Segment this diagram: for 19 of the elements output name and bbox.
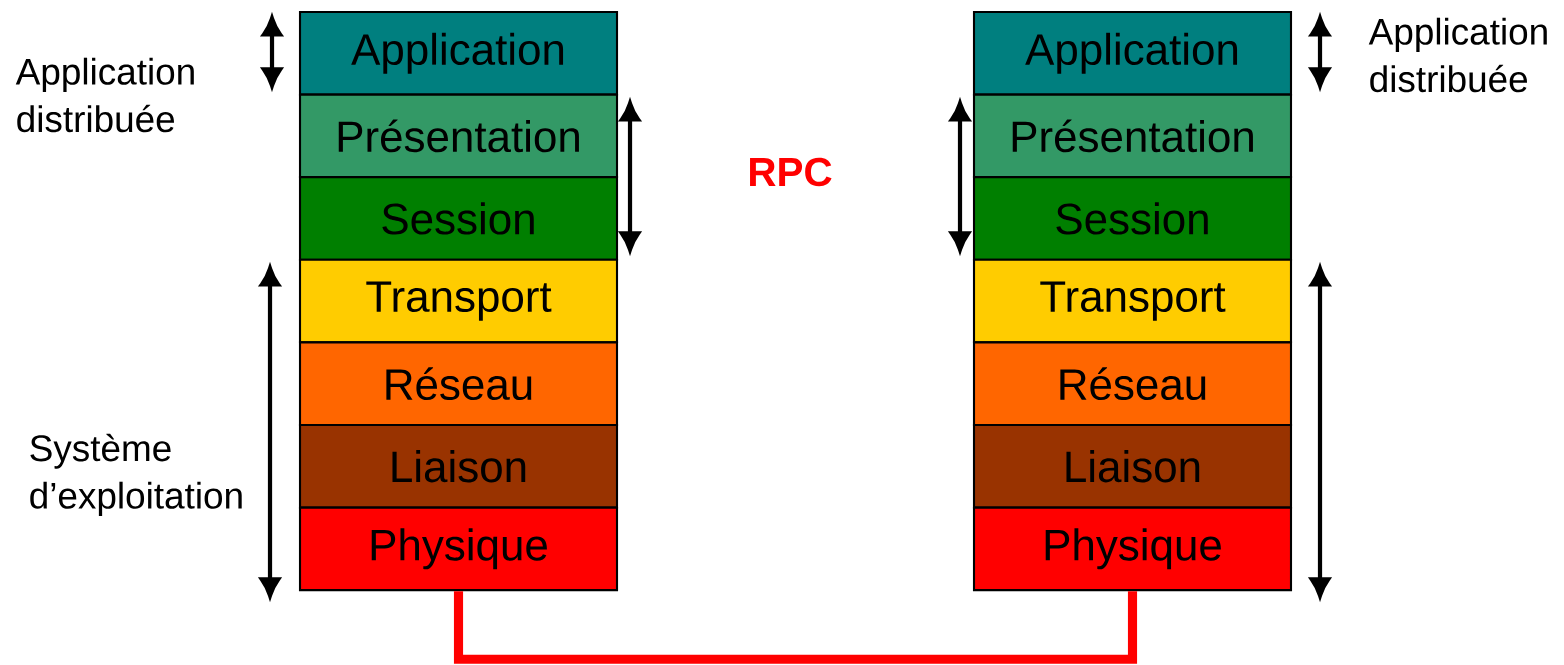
layer-box: Session [972, 176, 1293, 261]
layer-box: Transport [298, 258, 619, 344]
layer-box: Réseau [298, 341, 619, 427]
rpc-label: RPC [750, 157, 832, 187]
side-label: Système d’exploitation [30, 433, 242, 517]
side-label: Application distribuée [15, 57, 194, 133]
layer-box: Application [298, 10, 619, 96]
layer-box: Physique [972, 506, 1293, 592]
layer-box: Physique [298, 506, 619, 592]
layer-box: Liaison [298, 423, 619, 509]
side-label: Application distribuée [1368, 17, 1547, 93]
layer-box: Réseau [972, 341, 1293, 427]
layer-box: Liaison [972, 423, 1293, 509]
layer-box: Transport [972, 258, 1293, 344]
connector-line [453, 591, 1138, 664]
layer-box: Présentation [972, 93, 1293, 179]
layer-box: Présentation [298, 93, 619, 179]
layer-box: Application [972, 10, 1293, 96]
layer-box: Session [298, 176, 619, 261]
